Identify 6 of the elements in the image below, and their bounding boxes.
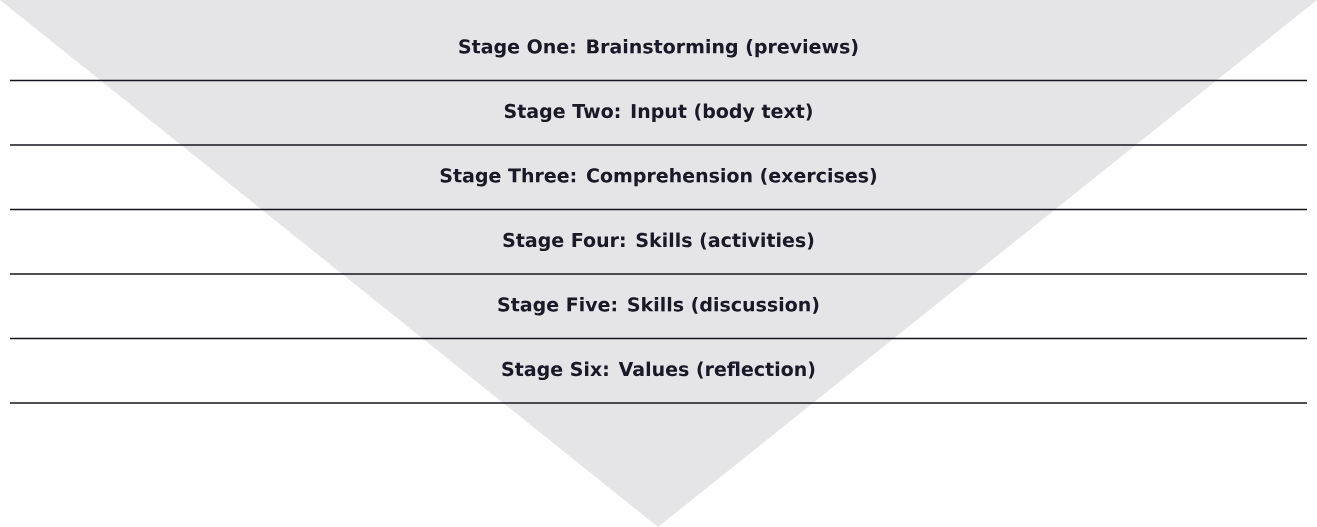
stage-label: Stage Six: Values (reflection) [502,361,815,381]
stage-label: Stage Five: Skills (discussion) [498,296,819,316]
stage-label: Stage Two: Input (body text) [504,103,812,123]
stage-label: Stage Three: Comprehension (exercises) [440,167,876,187]
stage-label: Stage Four: Skills (activities) [503,232,814,252]
stage-label: Stage One: Brainstorming (previews) [459,38,858,58]
